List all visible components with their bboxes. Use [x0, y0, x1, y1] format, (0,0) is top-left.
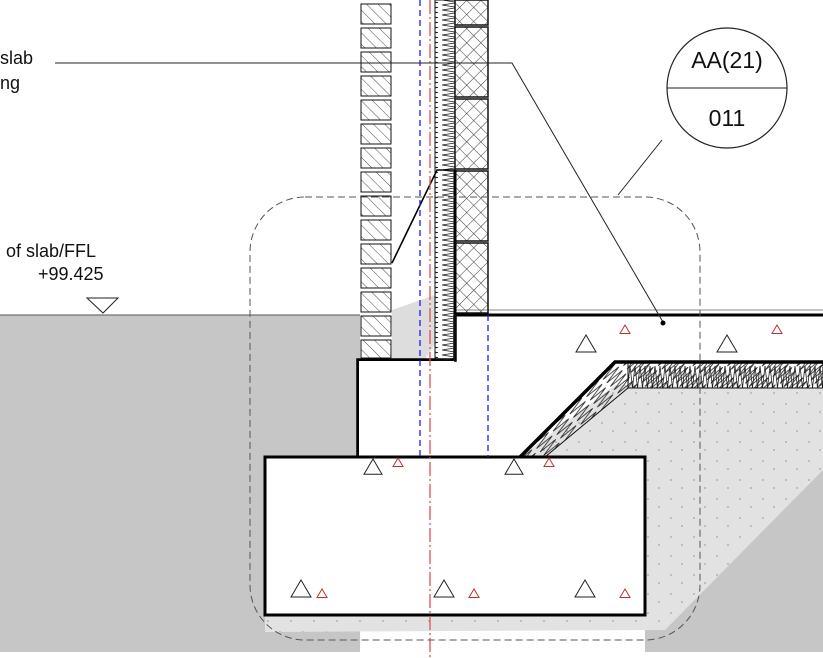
callout-leader — [617, 139, 663, 196]
brick — [360, 3, 392, 25]
aggregate-markers — [290, 324, 783, 598]
brick — [360, 195, 392, 217]
note-line-2: ng — [0, 73, 21, 93]
brick — [360, 27, 392, 49]
aggregate-triangle — [619, 588, 631, 598]
aggregate-triangle — [290, 579, 312, 598]
brick — [360, 123, 392, 145]
hardcore-fill — [265, 385, 823, 632]
brick — [360, 147, 392, 169]
aggregate-triangle — [543, 457, 555, 467]
block-inner-leaf — [453, 0, 489, 315]
label-leader — [55, 62, 664, 323]
brick — [360, 339, 392, 359]
slab — [455, 315, 823, 457]
aggregate-triangle — [468, 588, 480, 598]
callout-top: AA(21) — [691, 47, 763, 73]
brick — [360, 291, 392, 313]
aggregate-triangle — [392, 457, 404, 467]
brick — [360, 219, 392, 241]
ground-right — [645, 470, 823, 652]
aggregate-triangle — [771, 324, 783, 334]
strip-footing — [263, 455, 647, 617]
aggregate-triangle — [574, 579, 596, 598]
aggregate-triangle — [575, 334, 597, 353]
cavity-fill — [392, 295, 435, 360]
aggregate-triangle — [363, 458, 383, 475]
aggregate-triangle — [316, 588, 328, 598]
aggregate-triangle — [504, 458, 524, 475]
brick — [360, 171, 392, 193]
callout-bottom: 011 — [709, 105, 746, 131]
brick — [360, 99, 392, 121]
cavity-insulation — [434, 0, 456, 361]
brick — [360, 243, 392, 265]
level-value: +99.425 — [38, 264, 104, 284]
aggregate-triangle — [433, 579, 455, 598]
detail-boundary — [249, 196, 701, 641]
level-label: of slab/FFL — [6, 241, 97, 261]
brick-outer-leaf — [360, 3, 392, 359]
brick — [360, 51, 392, 73]
brick — [360, 75, 392, 97]
cavity-tray — [391, 169, 455, 264]
aggregate-triangle — [619, 324, 631, 334]
brick — [360, 267, 392, 289]
note-line-1: slab — [0, 48, 34, 68]
aggregate-triangle — [716, 334, 738, 353]
level-marker-icon — [85, 297, 120, 314]
brick — [360, 315, 392, 337]
